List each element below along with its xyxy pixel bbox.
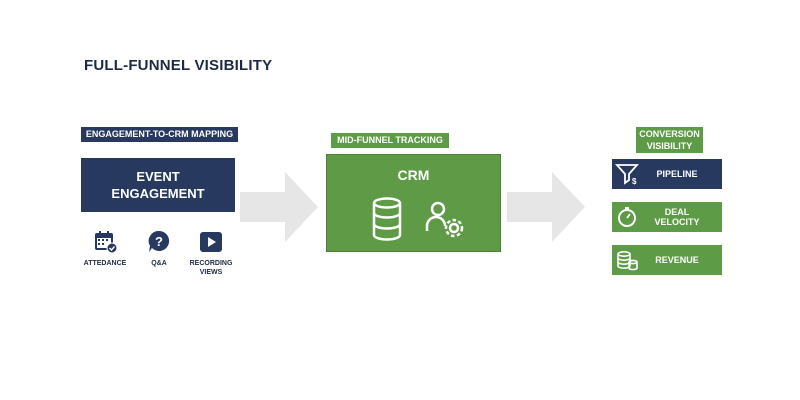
play-icon [200,232,222,252]
svg-text:?: ? [155,234,163,249]
deal-velocity-item: DEAL VELOCITY [612,202,722,232]
crm-label: CRM [397,167,430,183]
qa-label: Q&A [151,260,167,267]
arrow-to-conversion [507,172,585,242]
page-title: FULL-FUNNEL VISIBILITY [84,57,273,74]
event-engagement-line1: EVENT [136,169,180,184]
engagement-mapping-tag: ENGAGEMENT-TO-CRM MAPPING [81,127,238,142]
recording-views-line2: VIEWS [199,269,223,276]
mid-funnel-tag: MID-FUNNEL TRACKING [331,133,449,148]
stopwatch-icon [618,207,636,227]
question-bubble-icon: ? [148,230,170,252]
crm-box: CRM [326,154,501,252]
user-gear-icon [425,201,464,238]
deal-velocity-label: DEAL VELOCITY [654,207,700,227]
database-icon [372,197,402,241]
svg-text:$: $ [632,177,637,186]
event-engagement-box: EVENT ENGAGEMENT [81,158,235,212]
calendar-check-icon [95,231,118,254]
funnel-dollar-icon: $ [615,164,639,186]
attendance-label: ATTEDANCE [83,260,127,267]
conversion-tag-line2: VISIBILITY [646,141,693,151]
coin-stack-icon [617,250,638,271]
event-engagement-line2: ENGAGEMENT [111,186,205,201]
recording-views-line1: RECORDING [189,260,233,267]
pipeline-item: $ PIPELINE [612,159,722,189]
arrow-to-crm [240,172,318,242]
conversion-tag-line1: CONVERSION [639,129,700,139]
conversion-visibility-tag: CONVERSION VISIBILITY [636,127,703,153]
recording-views-label: RECORDING VIEWS [186,259,236,277]
revenue-item: REVENUE [612,245,722,275]
revenue-label: REVENUE [655,255,699,265]
pipeline-label: PIPELINE [656,169,698,179]
